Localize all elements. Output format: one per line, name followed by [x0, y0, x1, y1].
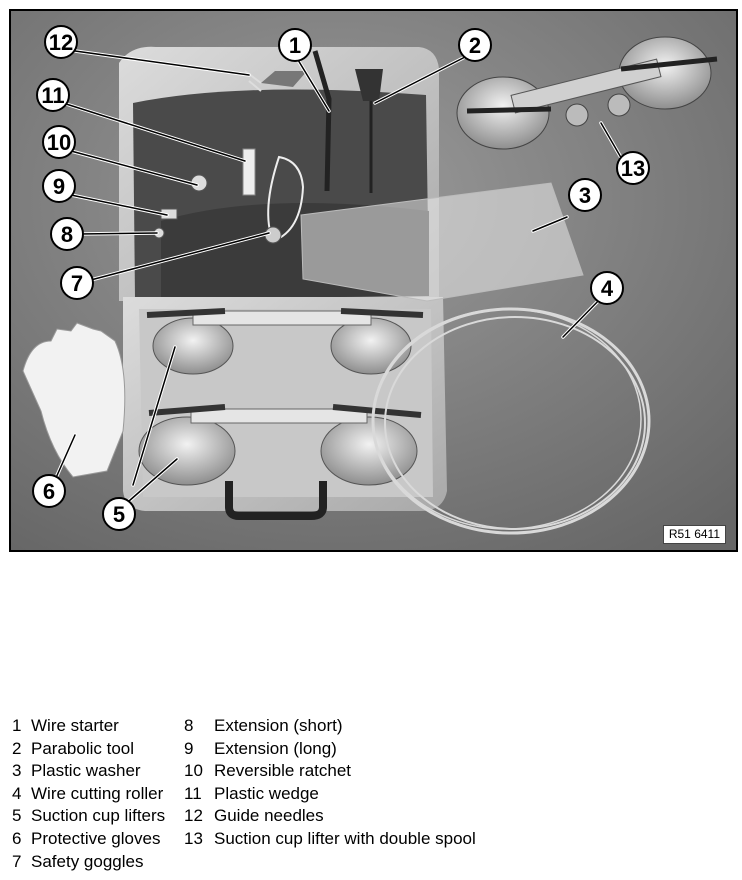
legend-item: 3 Plastic washer: [12, 760, 184, 783]
legend-item-label: Plastic wedge: [214, 783, 319, 803]
parts-legend: 1 Wire starter 8 Extension (short) 2 Paraboli…: [12, 715, 476, 873]
legend-item-number: 9: [184, 738, 194, 758]
legend-item: 9 Extension (long): [184, 738, 337, 761]
legend-item-label: Plastic washer: [31, 761, 141, 781]
callout-12: 12: [44, 25, 78, 59]
svg-text:9: 9: [53, 174, 65, 199]
stored-tools: [153, 50, 383, 244]
legend-item: 13 Suction cup lifter with double spool: [184, 828, 476, 851]
legend-item-label: Parabolic tool: [31, 738, 135, 758]
legend-item-number: 8: [184, 716, 194, 735]
legend-item: 12 Guide needles: [184, 805, 324, 828]
svg-text:1: 1: [289, 33, 301, 58]
callout-9: 9: [42, 169, 76, 203]
legend-item-label: Suction cup lifters: [31, 806, 166, 826]
legend-item-label: Guide needles: [214, 806, 324, 826]
legend-item-number: 2: [12, 738, 22, 758]
legend-item: 11 Plastic wedge: [184, 783, 319, 806]
legend-item-number: 13: [184, 828, 203, 848]
legend-item-label: Protective gloves: [31, 828, 161, 848]
suction-cup-lifters: [138, 308, 424, 486]
callout-6: 6: [32, 474, 66, 508]
legend-row: 7 Safety goggles: [12, 851, 476, 874]
case-handle: [225, 481, 327, 520]
legend-item: 5 Suction cup lifters: [12, 805, 184, 828]
legend-row: 1 Wire starter 8 Extension (short): [12, 715, 476, 738]
legend-row: 5 Suction cup lifters 12 Guide needles: [12, 805, 476, 828]
callout-11: 11: [36, 78, 70, 112]
figure-reference-code: R51 6411: [662, 525, 726, 544]
legend-item: 6 Protective gloves: [12, 828, 184, 851]
tool-kit-illustration: 1 2 3 4 5 6 7 8 9 10 11 12 13: [11, 11, 736, 550]
double-spool-lifter: [456, 36, 718, 150]
callout-3: 3: [568, 178, 602, 212]
callout-8: 8: [50, 217, 84, 251]
legend-item-number: 11: [184, 783, 202, 803]
legend-item-label: Extension (short): [214, 716, 343, 735]
legend-item-number: 10: [184, 761, 203, 781]
legend-item: 4 Wire cutting roller: [12, 783, 184, 806]
legend-item-label: Wire cutting roller: [31, 783, 164, 803]
legend-item: 10 Reversible ratchet: [184, 760, 351, 783]
wire-cutting-roller: [371, 307, 651, 535]
legend-item: 2 Parabolic tool: [12, 738, 184, 761]
legend-item: 8 Extension (short): [184, 715, 343, 738]
legend-item: 7 Safety goggles: [12, 851, 184, 874]
callout-2: 2: [458, 28, 492, 62]
svg-text:11: 11: [41, 83, 64, 108]
callout-10: 10: [42, 125, 76, 159]
legend-item-number: 12: [184, 806, 203, 826]
svg-text:5: 5: [113, 502, 125, 527]
svg-text:4: 4: [601, 276, 614, 301]
legend-row: 4 Wire cutting roller 11 Plastic wedge: [12, 783, 476, 806]
svg-text:10: 10: [47, 130, 71, 155]
legend-item-number: 6: [12, 828, 22, 848]
callout-1: 1: [278, 28, 312, 62]
svg-text:7: 7: [71, 271, 83, 296]
svg-text:12: 12: [49, 30, 73, 55]
legend-item-label: Extension (long): [214, 738, 337, 758]
callout-7: 7: [60, 266, 94, 300]
svg-text:13: 13: [621, 156, 645, 181]
callout-4: 4: [590, 271, 624, 305]
legend-row: 2 Parabolic tool 9 Extension (long): [12, 738, 476, 761]
legend-row: 3 Plastic washer 10 Reversible ratchet: [12, 760, 476, 783]
legend-item-label: Suction cup lifter with double spool: [214, 828, 476, 848]
callout-13: 13: [616, 151, 650, 185]
legend-item: 1 Wire starter: [12, 715, 184, 738]
callout-5: 5: [102, 497, 136, 531]
legend-row: 6 Protective gloves 13 Suction cup lifter w…: [12, 828, 476, 851]
svg-text:8: 8: [61, 222, 73, 247]
svg-text:3: 3: [579, 183, 591, 208]
legend-item-number: 3: [12, 761, 22, 781]
legend-item-label: Reversible ratchet: [214, 761, 352, 781]
legend-item-number: 4: [12, 783, 22, 803]
protective-gloves: [22, 322, 126, 478]
legend-item-number: 1: [12, 716, 22, 735]
legend-item-number: 5: [12, 806, 22, 826]
svg-text:2: 2: [469, 33, 481, 58]
plastic-washer: [300, 182, 584, 302]
tool-kit-figure: 1 2 3 4 5 6 7 8 9 10 11 12 13 R51 6411: [9, 9, 738, 552]
svg-text:6: 6: [43, 479, 55, 504]
legend-item-label: Wire starter: [31, 716, 119, 735]
legend-item-number: 7: [12, 851, 22, 871]
legend-item-label: Safety goggles: [31, 851, 144, 871]
